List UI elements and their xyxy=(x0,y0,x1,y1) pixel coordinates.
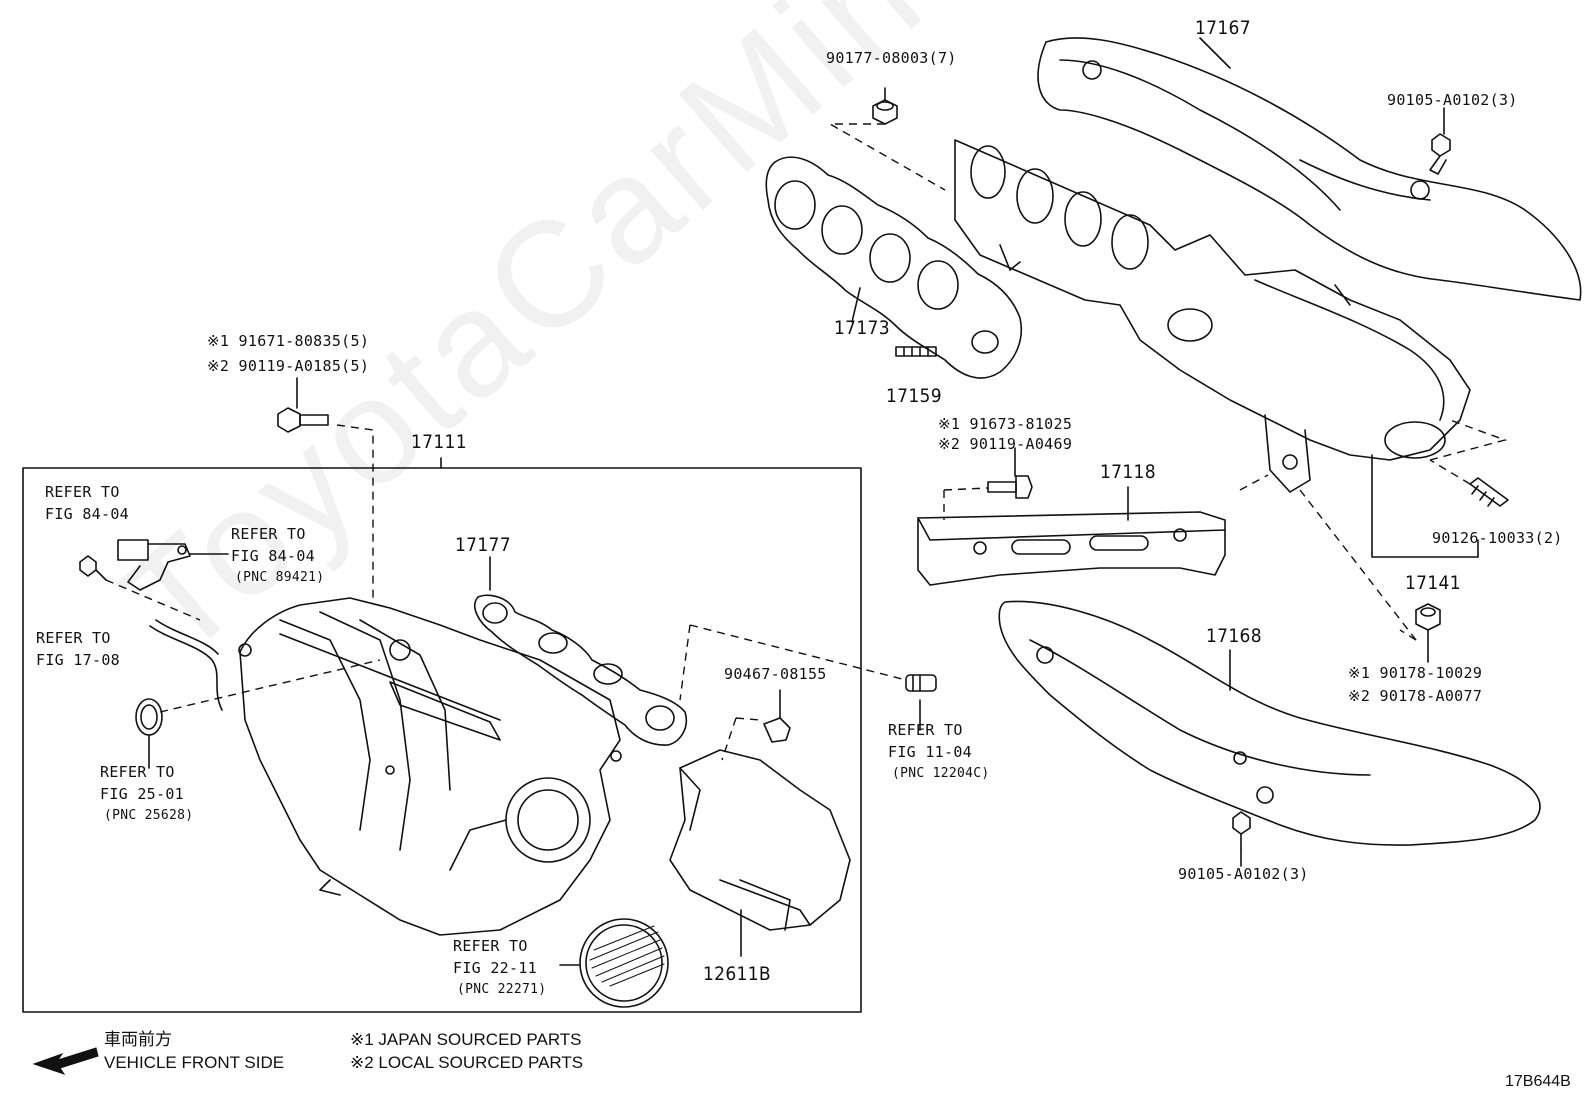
nut-90178 xyxy=(1415,603,1441,631)
label-91671-jp: ※1 91671-80835(5) xyxy=(207,332,370,350)
ref-25-01-line2: FIG 25-01 xyxy=(100,785,184,803)
ref-84-04-b-pnc: (PNC 89421) xyxy=(235,570,325,585)
ref-22-11-line1: REFER TO xyxy=(453,937,528,955)
bolt-90105-lower xyxy=(1232,811,1251,851)
gasket-17177 xyxy=(474,594,687,746)
label-17168: 17168 xyxy=(1206,625,1262,647)
bracket-17118 xyxy=(917,511,1226,586)
cover-12611B xyxy=(669,749,851,931)
bolt-90105-upper xyxy=(1429,133,1451,175)
legend-note-local: ※2 LOCAL SOURCED PARTS xyxy=(350,1053,584,1072)
label-17173: 17173 xyxy=(834,317,890,339)
bolt-91673 xyxy=(987,475,1033,499)
label-91673-local: ※2 90119-A0469 xyxy=(938,435,1073,453)
legend-note-japan: ※1 JAPAN SOURCED PARTS xyxy=(350,1030,582,1049)
ref-84-04-b-line2: FIG 84-04 xyxy=(231,547,315,565)
ref-22-11-line2: FIG 22-11 xyxy=(453,959,537,977)
label-17141: 17141 xyxy=(1405,572,1461,594)
hose xyxy=(149,625,223,711)
label-17167: 17167 xyxy=(1195,17,1251,39)
ref-11-04-line1: REFER TO xyxy=(888,721,963,739)
label-90177: 90177-08003(7) xyxy=(826,49,957,67)
label-12611B: 12611B xyxy=(703,963,771,985)
ref-84-04-a-line1: REFER TO xyxy=(45,483,120,501)
stud-90126 xyxy=(1469,477,1509,507)
figure-id: 17B644B xyxy=(1505,1073,1571,1090)
label-90126: 90126-10033(2) xyxy=(1432,529,1563,547)
ref-17-08-line1: REFER TO xyxy=(36,629,111,647)
label-90178-jp: ※1 90178-10029 xyxy=(1348,664,1483,682)
ref-25-01-line1: REFER TO xyxy=(100,763,175,781)
connector-12204C xyxy=(905,674,937,692)
label-91673-jp: ※1 91673-81025 xyxy=(938,415,1073,433)
gasket-17173 xyxy=(765,156,1023,379)
label-91671-local: ※2 90119-A0185(5) xyxy=(207,357,370,375)
label-90105-lower: 90105-A0102(3) xyxy=(1178,865,1309,883)
ref-11-04-pnc: (PNC 12204C) xyxy=(892,766,990,781)
ref-11-04-line2: FIG 11-04 xyxy=(888,743,972,761)
label-17159: 17159 xyxy=(886,385,942,407)
label-17118: 17118 xyxy=(1100,461,1156,483)
label-90467: 90467-08155 xyxy=(724,665,827,683)
ref-84-04-b-line1: REFER TO xyxy=(231,525,306,543)
ref-25-01-pnc: (PNC 25628) xyxy=(104,808,194,823)
nut-90177 xyxy=(872,99,898,125)
heat-insulator-17167 xyxy=(1037,37,1582,301)
dashed-leaders xyxy=(105,123,1508,761)
front-arrow-icon xyxy=(32,1047,99,1075)
filter-mesh-22271 xyxy=(579,918,669,1008)
plug-90467 xyxy=(763,717,791,743)
bolt-left xyxy=(79,555,107,581)
exhaust-manifold-17141 xyxy=(954,139,1471,461)
legend-front-en: VEHICLE FRONT SIDE xyxy=(104,1053,285,1072)
label-90178-local: ※2 90178-A0077 xyxy=(1348,687,1483,705)
legend-front-jp: 車両前方 xyxy=(104,1030,172,1049)
ref-17-08-line2: FIG 17-08 xyxy=(36,651,120,669)
stud-17159 xyxy=(895,346,937,357)
label-90105-upper: 90105-A0102(3) xyxy=(1387,91,1518,109)
intake-manifold-17111 xyxy=(239,597,621,936)
ref-22-11-pnc: (PNC 22271) xyxy=(457,982,547,997)
bolt-91671 xyxy=(277,407,329,433)
sensor-89421 xyxy=(117,539,191,591)
heat-insulator-17168 xyxy=(998,600,1541,846)
intake-group-frame xyxy=(22,467,862,1013)
label-17177: 17177 xyxy=(455,534,511,556)
label-17111: 17111 xyxy=(411,431,467,453)
ref-84-04-a-line2: FIG 84-04 xyxy=(45,505,129,523)
